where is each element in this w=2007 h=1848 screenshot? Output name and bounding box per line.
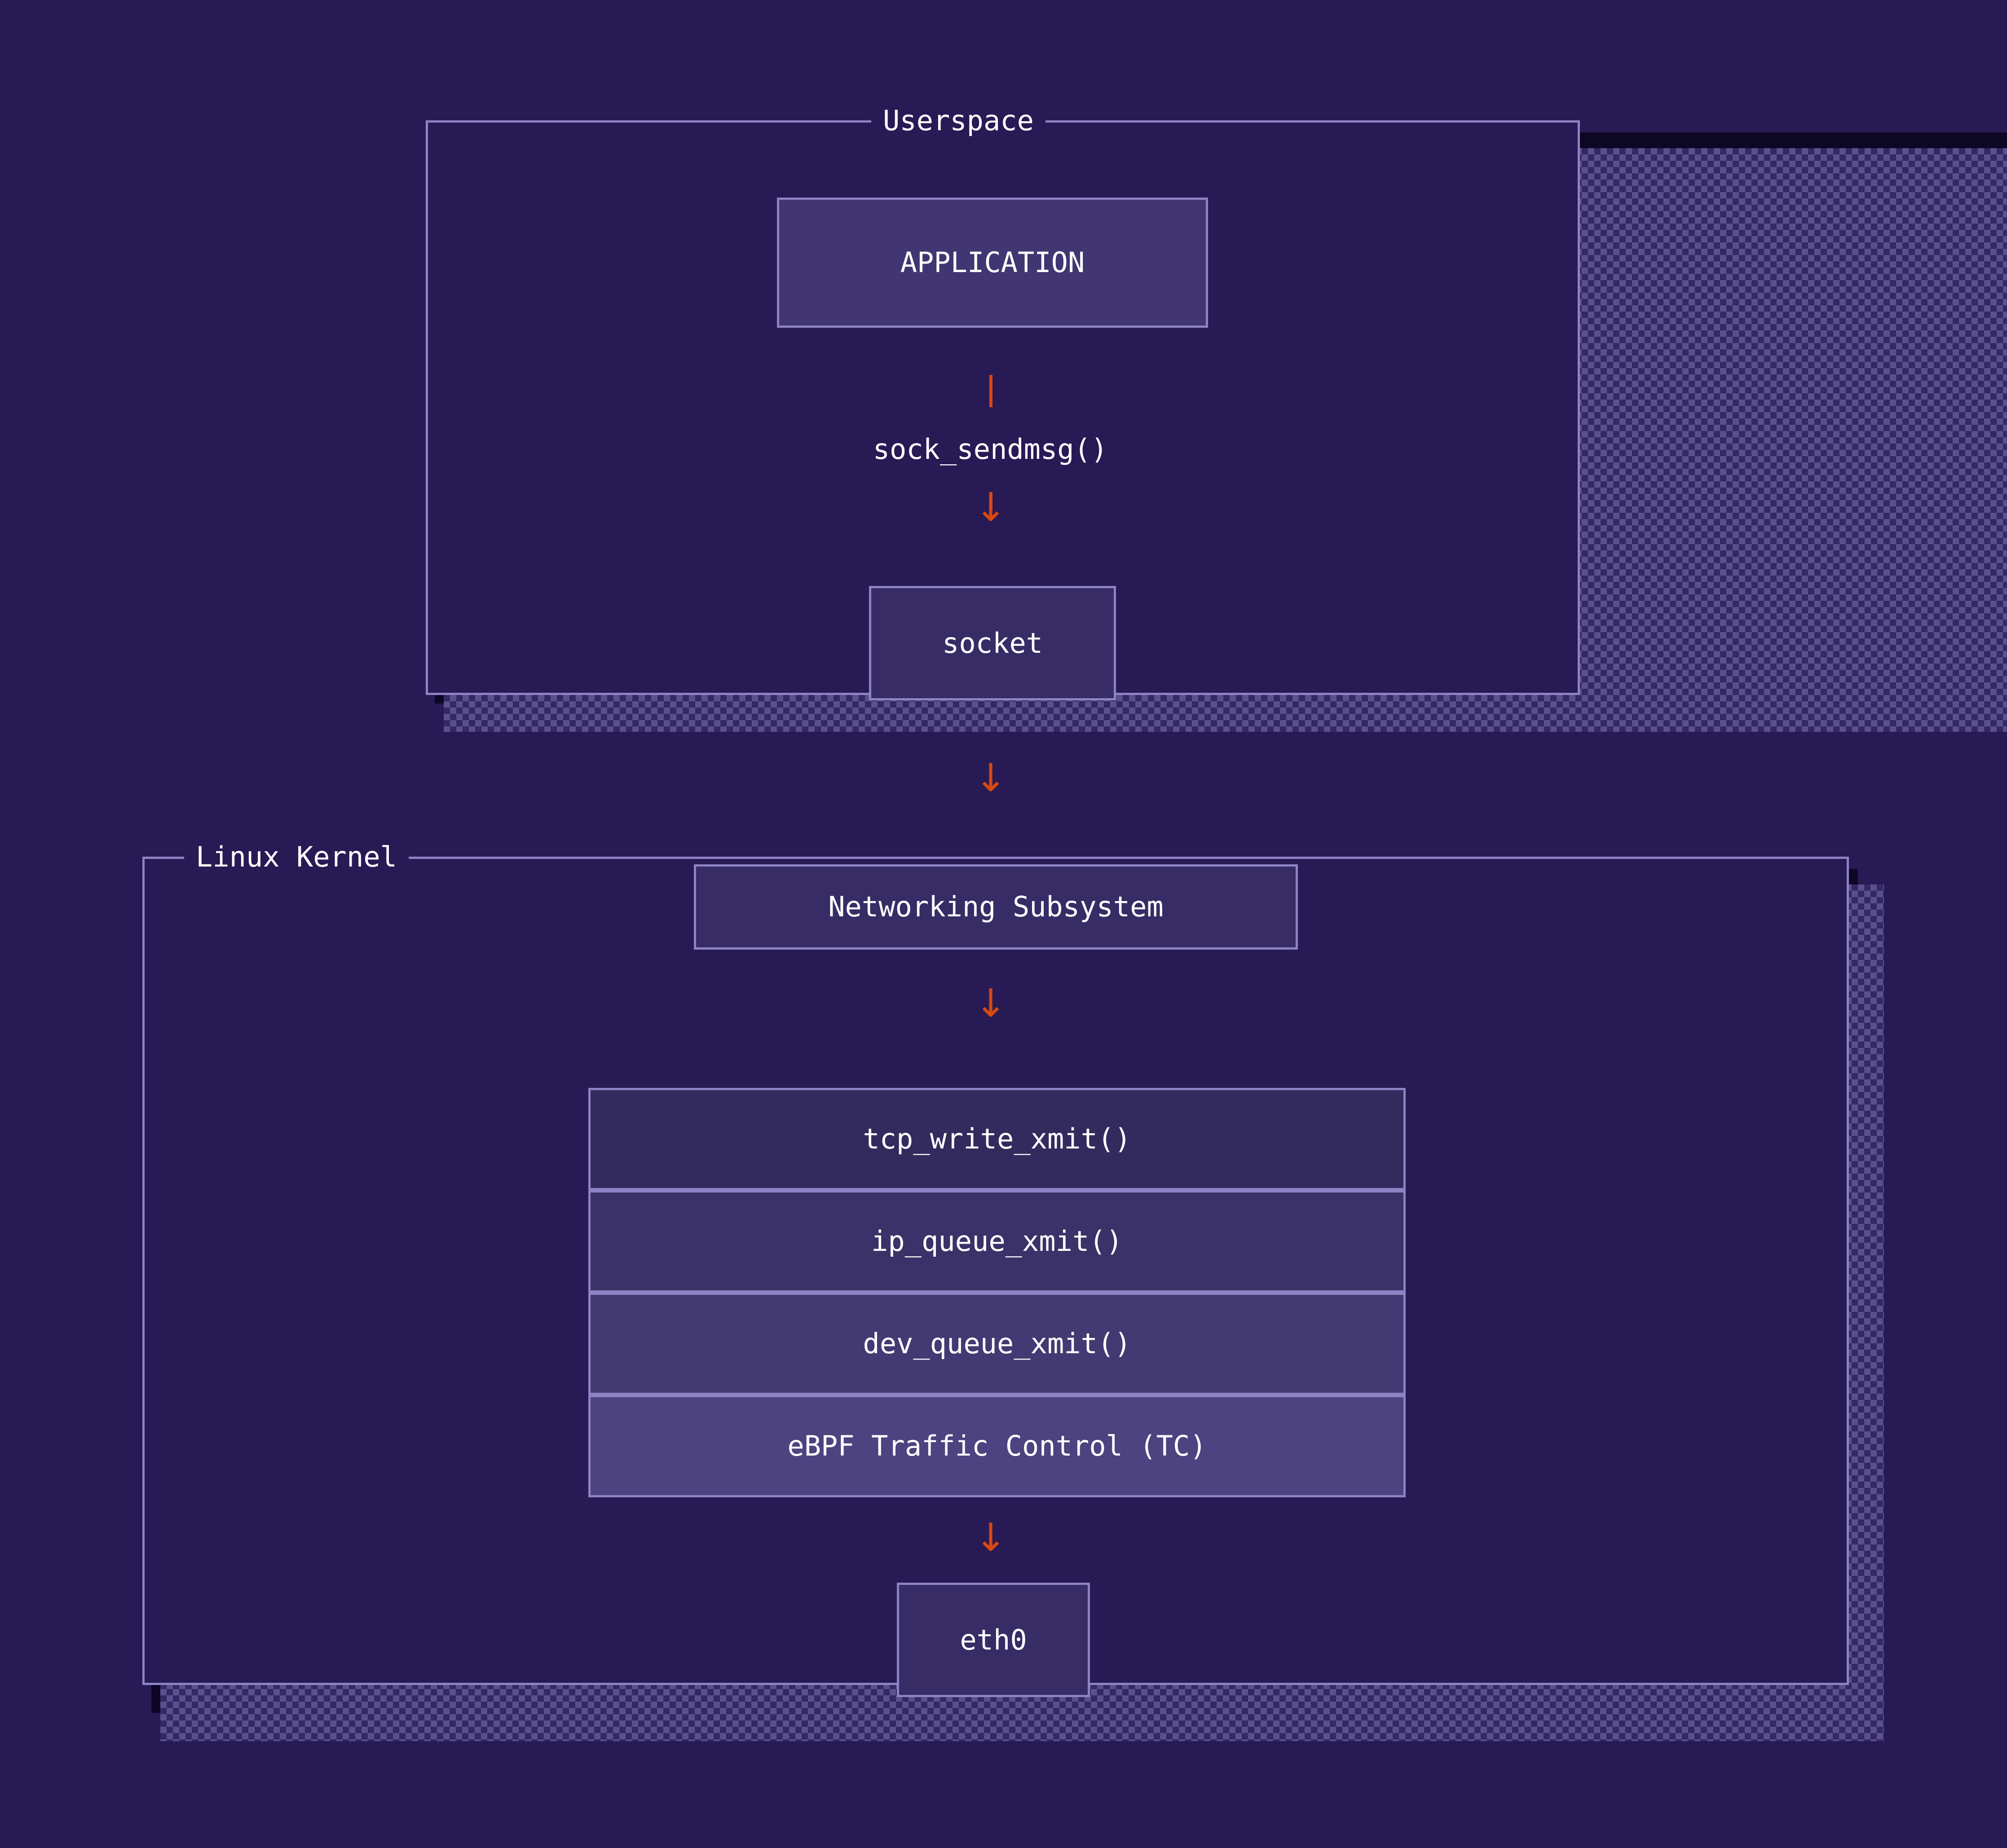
sock-sendmsg-stub-upper [989,375,992,407]
eth0-label: eth0 [960,1623,1027,1656]
app-to-socket-arrow-icon: ↓ [974,485,1007,530]
application-label: APPLICATION [900,246,1085,279]
subsystem-to-stack-arrow-icon: ↓ [974,981,1007,1026]
stack-box-label: ip_queue_xmit() [871,1225,1123,1258]
stack-box-label: tcp_write_xmit() [863,1122,1131,1155]
networking-subsystem-box[interactable]: Networking Subsystem [694,864,1298,950]
sock-sendmsg-stub-lower [989,492,992,511]
sock-sendmsg-edge-label: sock_sendmsg() [873,433,1108,466]
stack-box-label: dev_queue_xmit() [863,1327,1131,1360]
application-box[interactable]: APPLICATION [777,198,1208,328]
stack-to-eth0-arrow-icon: ↓ [974,1515,1007,1560]
stack-box-ebpf-traffic-control[interactable]: eBPF Traffic Control (TC) [588,1395,1406,1497]
stack-box-label: eBPF Traffic Control (TC) [787,1430,1207,1462]
userspace-group-label: Userspace [871,107,1045,135]
stack-box-dev-queue-xmit[interactable]: dev_queue_xmit() [588,1293,1406,1395]
userspace-to-kernel-arrow-icon: ↓ [974,756,1007,801]
kernel-group-label: Linux Kernel [184,843,409,871]
socket-box[interactable]: socket [869,586,1116,700]
stack-box-ip-queue-xmit[interactable]: ip_queue_xmit() [588,1190,1406,1293]
networking-subsystem-label: Networking Subsystem [828,890,1164,923]
eth0-box[interactable]: eth0 [897,1583,1090,1697]
socket-label: socket [942,626,1043,660]
stack-box-tcp-write-xmit[interactable]: tcp_write_xmit() [588,1088,1406,1190]
